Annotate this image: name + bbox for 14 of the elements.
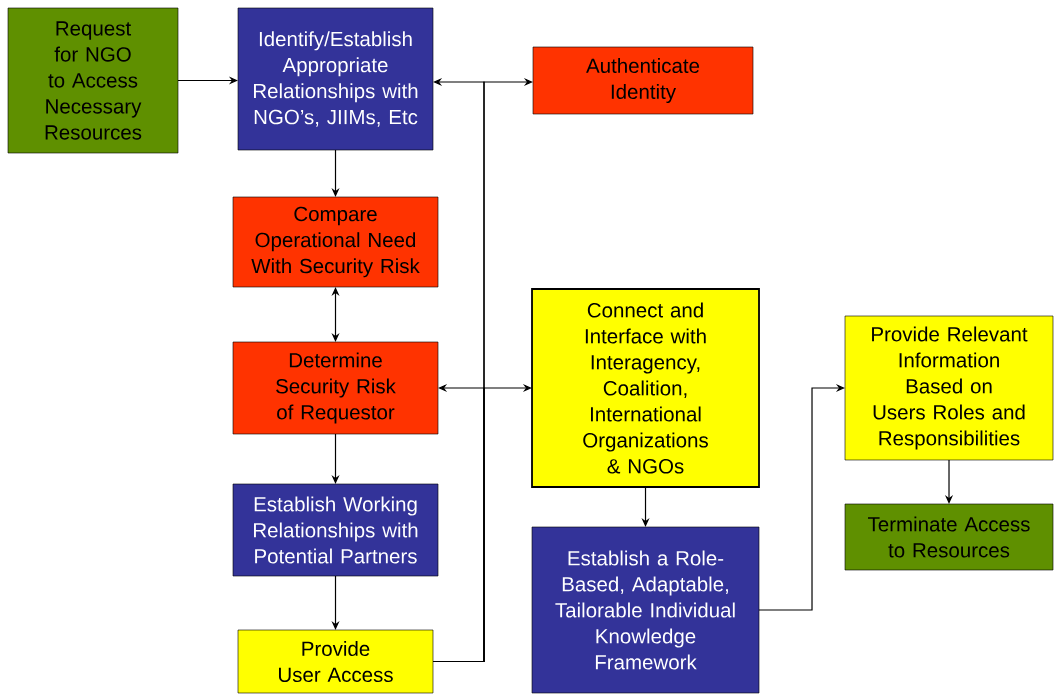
process-box: Request for NGO to Access Necessary Resources — [7, 7, 179, 154]
arrow — [758, 383, 845, 611]
process-box: Establish a Role-Based, Adaptable, Tailorable Individual Knowledge Framework — [531, 526, 760, 694]
process-box: Establish Working Relationships with Potential Partners — [232, 483, 439, 577]
process-box: Determine Security Risk of Requestor — [232, 341, 439, 435]
process-box: Authenticate Identity — [532, 46, 754, 115]
process-box: Compare Operational Need With Security Risk — [232, 196, 439, 288]
process-box: Terminate Access to Resources — [844, 503, 1054, 571]
process-box: Connect and Interface with Interagency, Coalition, International Organizations & NGOs — [531, 288, 760, 488]
process-box: Provide User Access — [237, 629, 434, 694]
arrow — [432, 383, 532, 663]
arrow — [331, 287, 340, 342]
process-box: Provide Relevant Information Based on Users Roles and Responsibilities — [844, 315, 1054, 461]
process-box: Identify/Establish Appropriate Relationships with NGO’s, JIIMs, Etc — [237, 7, 434, 151]
